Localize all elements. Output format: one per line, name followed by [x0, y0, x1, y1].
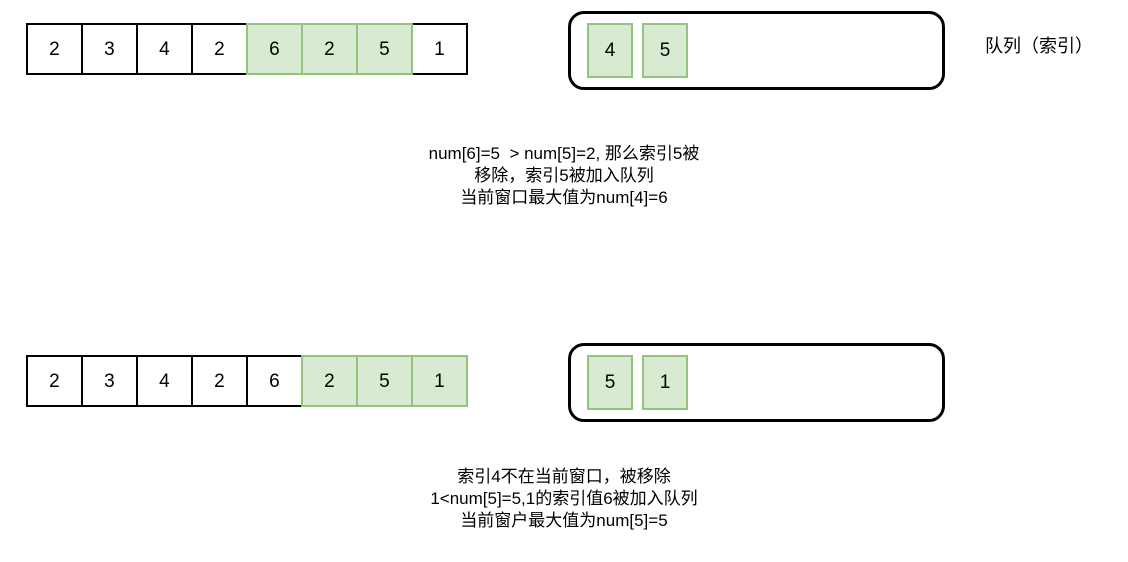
queue-cell: 5 [642, 23, 688, 78]
array-cell: 5 [356, 355, 413, 407]
array-cell: 6 [246, 355, 303, 407]
array-cell: 2 [191, 23, 248, 75]
caption-line: 当前窗口最大值为num[4]=6 [460, 188, 668, 207]
array-cell: 5 [356, 23, 413, 75]
caption-line: 当前窗户最大值为num[5]=5 [460, 511, 668, 530]
queue-cell: 1 [642, 355, 688, 410]
array-cell: 2 [301, 23, 358, 75]
array-cell: 4 [136, 355, 193, 407]
queue-cell: 5 [587, 355, 633, 410]
queue-label-step-1: 队列（索引） [985, 36, 1093, 56]
array-cell: 6 [246, 23, 303, 75]
array-cell: 4 [136, 23, 193, 75]
array-cell: 3 [81, 23, 138, 75]
caption-line: 1<num[5]=5,1的索引值6被加入队列 [430, 489, 698, 508]
array-cell: 2 [301, 355, 358, 407]
array-cell: 2 [26, 355, 83, 407]
caption-line: 移除，索引5被加入队列 [474, 166, 654, 185]
array-cell: 1 [411, 23, 468, 75]
caption-step-1: num[6]=5 > num[5]=2, 那么索引5被移除，索引5被加入队列当前… [264, 143, 864, 209]
caption-line: num[6]=5 > num[5]=2, 那么索引5被 [428, 144, 700, 163]
array-cell: 2 [191, 355, 248, 407]
array-cell: 2 [26, 23, 83, 75]
caption-line: 索引4不在当前窗口，被移除 [457, 467, 671, 486]
array-cell: 1 [411, 355, 468, 407]
queue-cell: 4 [587, 23, 633, 78]
caption-step-2: 索引4不在当前窗口，被移除 1<num[5]=5,1的索引值6被加入队列当前窗户最… [264, 466, 864, 532]
array-cell: 3 [81, 355, 138, 407]
